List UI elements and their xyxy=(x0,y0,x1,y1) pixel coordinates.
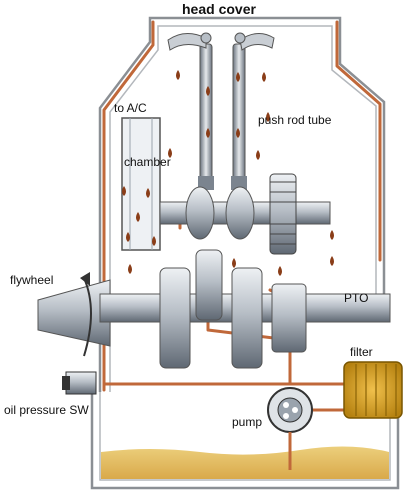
label-filter: filter xyxy=(350,345,373,359)
label-to-ac: to A/C xyxy=(114,101,147,115)
push-rods xyxy=(167,32,275,190)
oil-drops xyxy=(122,70,334,276)
chamber-block xyxy=(121,117,161,251)
label-head-cover: head cover xyxy=(182,1,256,17)
label-push-rod-tube: push rod tube xyxy=(258,113,332,127)
crankshaft xyxy=(37,249,391,369)
label-chamber: chamber xyxy=(124,155,171,169)
camshaft xyxy=(159,173,331,255)
engine-casing xyxy=(90,16,400,490)
oil-filter xyxy=(343,361,403,419)
oil-sump xyxy=(101,446,389,479)
label-pto: PTO xyxy=(344,291,368,305)
label-oil-pressure-sw: oil pressure SW xyxy=(4,403,89,417)
label-flywheel: flywheel xyxy=(10,273,53,287)
oil-pressure-switch xyxy=(62,371,97,395)
oil-pump xyxy=(267,387,313,470)
label-pump: pump xyxy=(232,415,262,429)
